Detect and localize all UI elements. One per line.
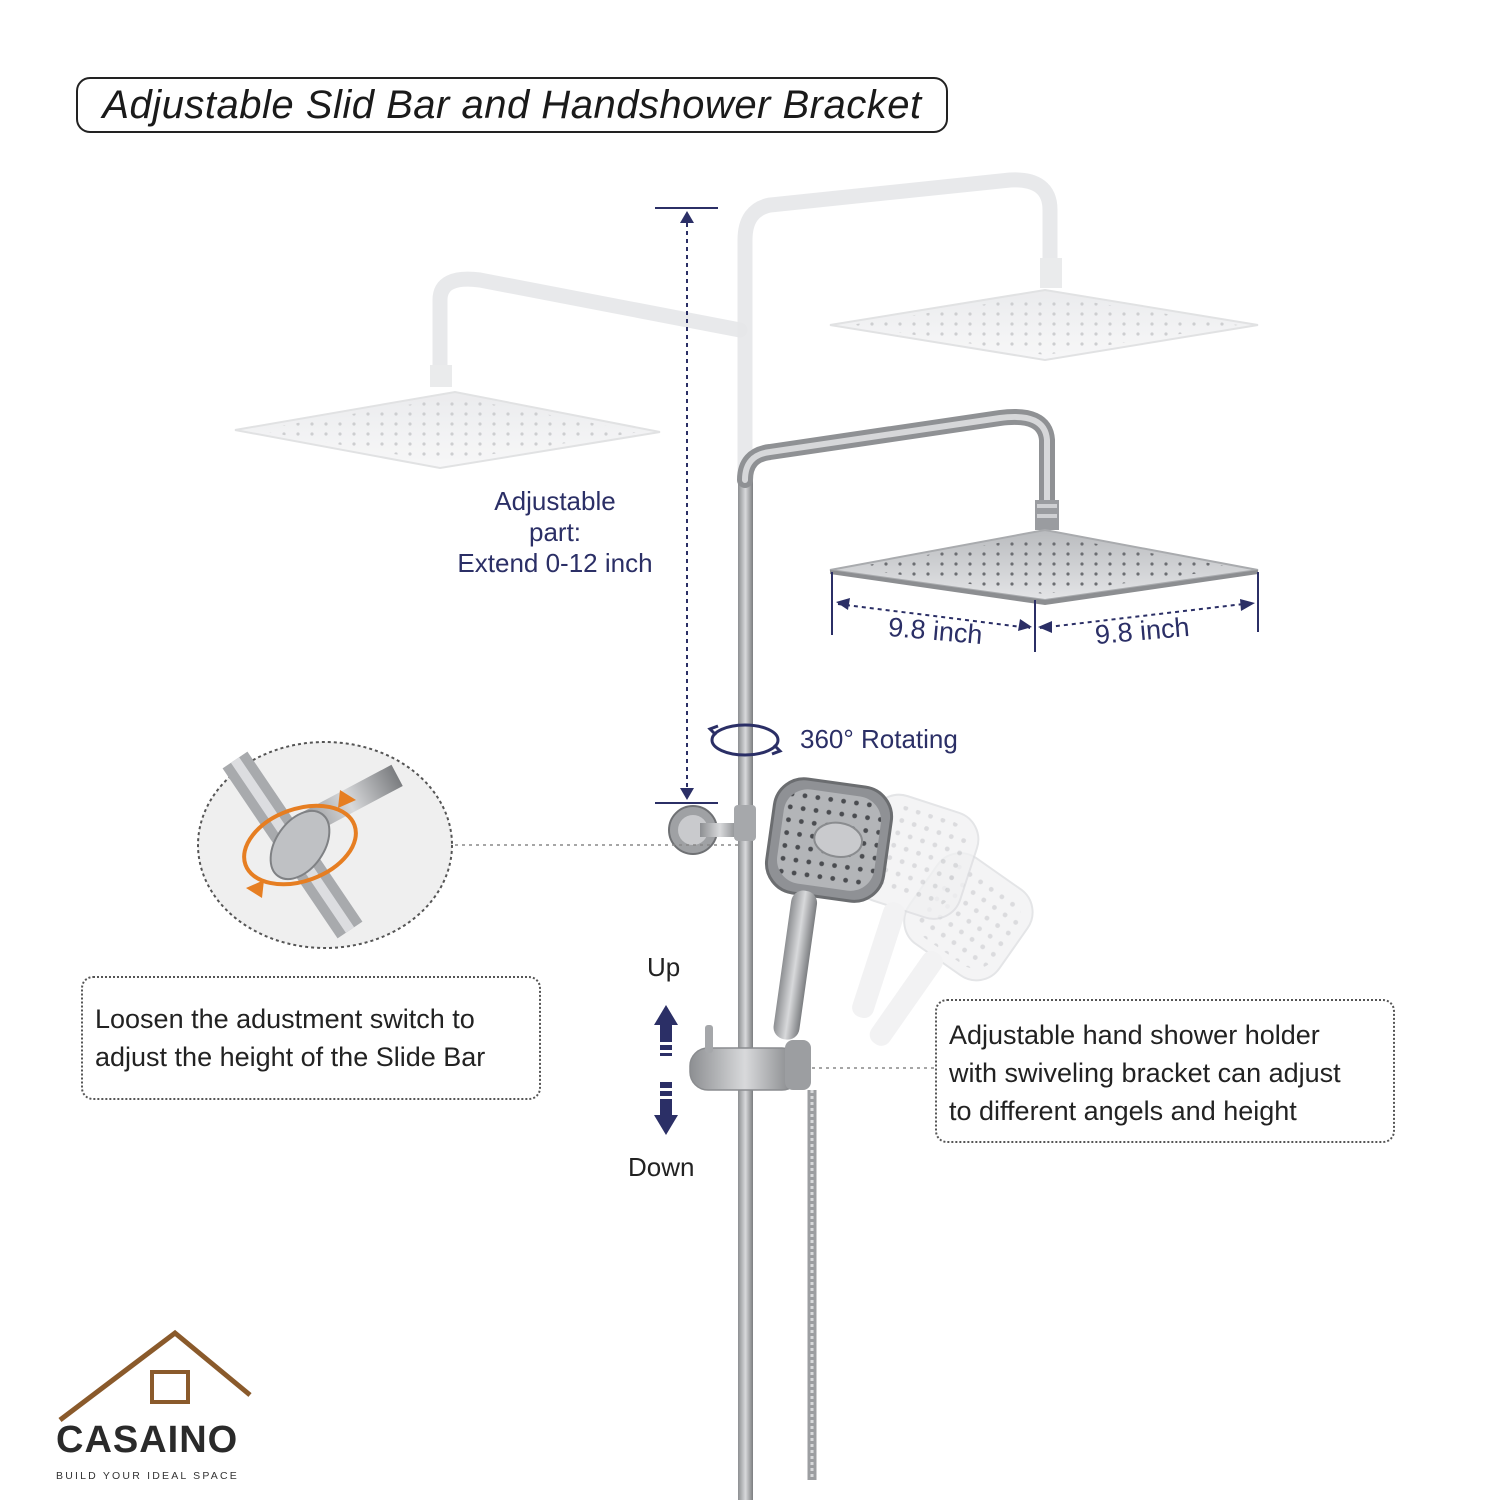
- slide-bar: [738, 470, 753, 1500]
- rotate-icon: [707, 723, 783, 757]
- rain-shower-head: [829, 528, 1259, 605]
- ghost-shower-left: [234, 271, 748, 470]
- brand-name: CASAINO: [56, 1419, 239, 1461]
- down-arrow-icon: [654, 1082, 678, 1135]
- down-label: Down: [628, 1152, 695, 1182]
- height-dimension: [655, 207, 718, 804]
- rotating-label: 360° Rotating: [800, 724, 958, 754]
- brand-logo-icon: [58, 1329, 252, 1422]
- up-arrow-icon: [654, 1005, 678, 1056]
- hand-shower: [764, 777, 894, 1040]
- ghost-shower-right: [737, 172, 1259, 488]
- title-box: Adjustable Slid Bar and Handshower Brack…: [76, 77, 948, 133]
- adjustable-part-label: Adjustable part: Extend 0-12 inch: [457, 486, 653, 578]
- brand-tagline: BUILD YOUR IDEAL SPACE: [56, 1470, 239, 1482]
- width-dimension: [831, 572, 1259, 652]
- main-shower-arm: [737, 409, 1059, 530]
- bracket-detail-zoom: [197, 741, 453, 949]
- slide-bar-note: Loosen the adustment switch to adjust th…: [81, 976, 541, 1100]
- up-label: Up: [647, 952, 681, 982]
- wall-bracket: [668, 805, 756, 855]
- holder-note: Adjustable hand shower holder with swive…: [935, 999, 1395, 1143]
- hand-shower-holder: [689, 1025, 811, 1091]
- page-title: Adjustable Slid Bar and Handshower Brack…: [102, 82, 922, 127]
